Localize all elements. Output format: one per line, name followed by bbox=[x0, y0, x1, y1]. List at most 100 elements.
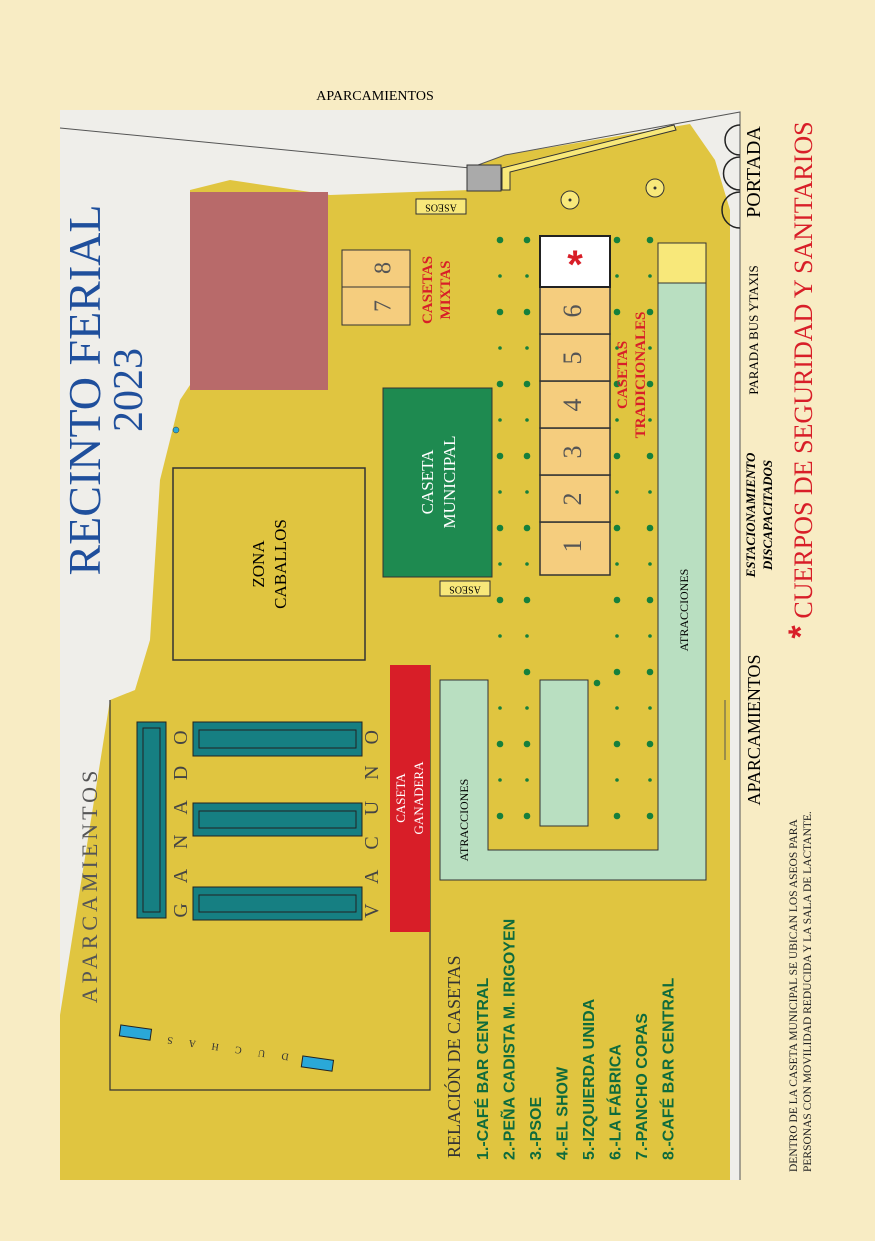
casetas-tradicionales-label: CASETAS bbox=[615, 341, 631, 409]
tree-dot bbox=[646, 236, 654, 244]
tree-dot bbox=[648, 274, 652, 278]
tree-dot bbox=[648, 490, 652, 494]
caseta-5 bbox=[539, 333, 611, 382]
legend-item: 5.-IZQUIERDA UNIDA bbox=[581, 998, 598, 1160]
tree-dot bbox=[523, 524, 531, 532]
tree-dot bbox=[593, 679, 601, 687]
casetas-tradicionales-label: TRADICIONALES bbox=[633, 312, 649, 439]
asterisk-icon: * bbox=[782, 625, 820, 639]
tree-dot bbox=[498, 706, 502, 710]
legend-item: 1.-CAFÉ BAR CENTRAL bbox=[473, 978, 492, 1160]
caseta-number: 5 bbox=[558, 352, 587, 365]
tree-dot bbox=[613, 668, 621, 676]
tree-dot bbox=[613, 452, 621, 460]
tree-dot bbox=[615, 490, 619, 494]
tree-dot bbox=[498, 490, 502, 494]
disabled-parking-label: DISCAPACITADOS bbox=[760, 460, 775, 571]
tree-dot bbox=[615, 706, 619, 710]
tree-dot bbox=[613, 596, 621, 604]
tree-dot bbox=[496, 308, 504, 316]
caseta-municipal-label: MUNICIPAL bbox=[440, 436, 459, 529]
caseta-number: 3 bbox=[558, 446, 587, 459]
caseta-7 bbox=[341, 286, 411, 326]
note-line: DENTRO DE LA CASETA MUNICIPAL SE UBICAN … bbox=[788, 819, 800, 1172]
tree-dot bbox=[525, 706, 529, 710]
ganado-label: G A N A D O bbox=[170, 722, 192, 917]
road-edge bbox=[59, 111, 741, 1180]
entrance-wall bbox=[501, 124, 677, 191]
caseta-number: 2 bbox=[558, 493, 587, 506]
legend-title: RELACIÓN DE CASETAS bbox=[443, 955, 464, 1158]
caseta-ganadera-label: GANADERA bbox=[411, 761, 426, 835]
parking-left-label: APARCAMIENTOS bbox=[77, 767, 102, 1004]
tree-dot bbox=[525, 346, 529, 350]
trees bbox=[496, 236, 654, 820]
caseta-number: 4 bbox=[558, 399, 587, 412]
caseta-ganadera bbox=[390, 665, 430, 932]
tree-dot bbox=[496, 524, 504, 532]
title-year: 2023 bbox=[106, 348, 152, 432]
caseta-4 bbox=[539, 380, 611, 429]
tree-dot bbox=[646, 740, 654, 748]
tree-dot bbox=[498, 634, 502, 638]
asterisk-icon: * bbox=[567, 243, 583, 287]
title: RECINTO FERIAL bbox=[59, 205, 110, 576]
tree-dot bbox=[613, 740, 621, 748]
tree-dot bbox=[613, 380, 621, 388]
tree-dot bbox=[523, 740, 531, 748]
legend-item: 4.-EL SHOW bbox=[555, 1066, 572, 1160]
tree-dot bbox=[648, 634, 652, 638]
tree-dot bbox=[646, 812, 654, 820]
tree-dot bbox=[646, 668, 654, 676]
caseta-2 bbox=[539, 474, 611, 523]
tree-dot bbox=[498, 562, 502, 566]
tree-dot bbox=[615, 562, 619, 566]
atracciones-label: ATRACCIONES bbox=[677, 569, 691, 652]
tree-dot bbox=[646, 452, 654, 460]
caseta-municipal bbox=[382, 387, 493, 578]
legend-item: 2.-PEÑA CADISTA M. IRIGOYEN bbox=[499, 919, 519, 1160]
caseta-3 bbox=[539, 427, 611, 476]
zona-caballos-label: ZONA bbox=[249, 540, 268, 588]
tree-dot bbox=[648, 346, 652, 350]
legend-item: 7.-PANCHO COPAS bbox=[634, 1013, 651, 1160]
tree-dot bbox=[646, 308, 654, 316]
security-label: CUERPOS DE SEGURIDAD Y SANITARIOS bbox=[789, 121, 818, 618]
legend-item: 6.-LA FÁBRICA bbox=[606, 1044, 625, 1160]
tree-dot bbox=[498, 274, 502, 278]
legend-item: 8.-CAFÉ BAR CENTRAL bbox=[659, 978, 678, 1160]
vacuno-label: V A C U N O bbox=[361, 722, 383, 918]
tree-dot bbox=[646, 524, 654, 532]
tree-dot bbox=[613, 812, 621, 820]
zona-caballos bbox=[172, 467, 366, 661]
tree-dot bbox=[613, 236, 621, 244]
ganado-stall bbox=[136, 721, 167, 919]
caseta-number: 8 bbox=[371, 262, 397, 274]
tree-dot bbox=[496, 812, 504, 820]
tree-dot bbox=[496, 452, 504, 460]
brown-area bbox=[190, 192, 328, 390]
tree-dot bbox=[648, 418, 652, 422]
legend: 1.-CAFÉ BAR CENTRAL 2.-PEÑA CADISTA M. IR… bbox=[473, 919, 678, 1160]
tree-dot bbox=[525, 490, 529, 494]
caseta-number: 7 bbox=[371, 300, 397, 312]
tree-dot bbox=[646, 596, 654, 604]
tree-dot bbox=[496, 740, 504, 748]
tree-dot bbox=[648, 706, 652, 710]
caseta-municipal-label: CASETA bbox=[418, 449, 437, 514]
note-line: PERSONAS CON MOVILIDAD REDUCIDA Y LA SAL… bbox=[802, 811, 814, 1172]
tree-dot bbox=[496, 236, 504, 244]
tree-dot bbox=[523, 812, 531, 820]
portada-arches-icon bbox=[721, 124, 741, 229]
aseos-label: ASEOS bbox=[449, 584, 481, 595]
casetas-mixtas-label: MIXTAS bbox=[438, 261, 454, 320]
atracciones-area bbox=[439, 282, 707, 881]
tree-dot bbox=[648, 778, 652, 782]
tree-dot bbox=[615, 418, 619, 422]
tree-dot bbox=[525, 778, 529, 782]
tree-dot bbox=[498, 418, 502, 422]
tree-dot bbox=[525, 562, 529, 566]
bus-taxi-label: PARADA BUS YTAXIS bbox=[746, 265, 761, 394]
